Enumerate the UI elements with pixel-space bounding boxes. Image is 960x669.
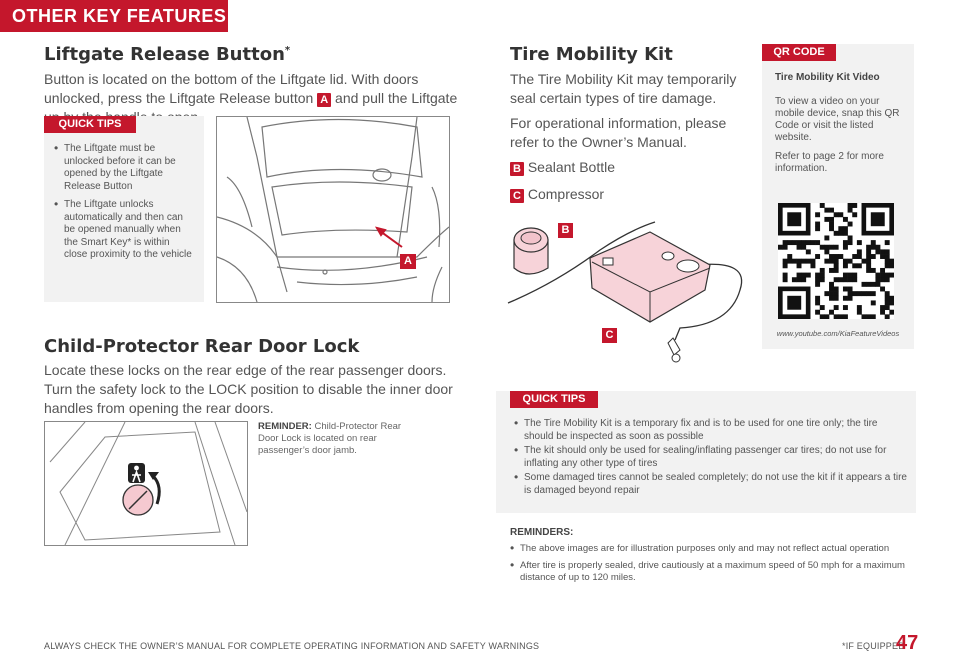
footer-warning: ALWAYS CHECK THE OWNER’S MANUAL FOR COMP…: [44, 641, 540, 651]
qr-text-2: Refer to page 2 for more information.: [775, 151, 884, 174]
tire-tips-list: The Tire Mobility Kit is a temporary fix…: [512, 417, 907, 503]
page-number: 47: [896, 632, 919, 654]
tire-kit-item-c: C Compressor: [510, 185, 604, 204]
tire-kit-more-info: For operational information, please refe…: [510, 115, 727, 150]
reminders-label: REMINDERS:: [510, 527, 574, 538]
tire-kit-item-b-label: Sealant Bottle: [527, 159, 616, 175]
liftgate-intro-pre: Button is located on the bottom of the L…: [44, 71, 419, 106]
qr-text-block: Tire Mobility Kit Video To view a video …: [775, 72, 905, 175]
qr-code-image[interactable]: [778, 203, 895, 320]
badge-c: C: [510, 189, 524, 203]
tire-kit-title: Tire Mobility Kit: [510, 44, 673, 65]
child-lock-drawing: [49, 422, 247, 545]
tire-tip-2: The kit should only be used for sealing/…: [512, 444, 907, 470]
tire-kit-item-c-label: Compressor: [527, 186, 605, 202]
liftgate-tip-2: The Liftgate unlocks automatically and t…: [52, 198, 192, 262]
tire-kit-intro: The Tire Mobility Kit may temporarily se…: [510, 71, 737, 106]
tire-tip-3: Some damaged tires cannot be sealed comp…: [512, 471, 907, 497]
liftgate-tips-label: QUICK TIPS: [44, 116, 136, 133]
child-lock-title: Child-Protector Rear Door Lock: [44, 336, 360, 357]
tire-kit-drawing: [507, 221, 743, 363]
child-lock-reminder-text: Child-Protector Rear Door Lock is locate…: [258, 421, 402, 456]
child-lock-reminder: REMINDER: Child-Protector Rear Door Lock…: [258, 421, 408, 457]
tire-kit-item-b: B Sealant Bottle: [510, 158, 615, 177]
illustration-badge-a: A: [400, 254, 416, 269]
qr-label: QR CODE: [762, 44, 836, 61]
footer-note: *IF EQUIPPED: [842, 641, 905, 651]
child-lock-reminder-label: REMINDER:: [258, 421, 312, 432]
qr-code-drawing: [778, 203, 895, 320]
tire-tips-label: QUICK TIPS: [510, 391, 598, 408]
liftgate-tip-1: The Liftgate must be unlocked before it …: [52, 142, 192, 193]
qr-heading: Tire Mobility Kit Video: [775, 72, 880, 83]
reminder-1: The above images are for illustration pu…: [508, 542, 916, 556]
liftgate-illustration: [216, 116, 450, 303]
illustration-badge-b: B: [558, 223, 573, 238]
child-lock-illustration: [44, 421, 248, 546]
child-lock-body: Locate these locks on the rear edge of t…: [44, 362, 453, 416]
tire-tip-1: The Tire Mobility Kit is a temporary fix…: [512, 417, 907, 443]
qr-url[interactable]: www.youtube.com/KiaFeatureVideos: [776, 329, 900, 338]
reminders-list: The above images are for illustration pu…: [508, 542, 916, 591]
liftgate-drawing: [217, 117, 449, 302]
badge-b: B: [510, 162, 524, 176]
liftgate-tips-list: The Liftgate must be unlocked before it …: [52, 142, 192, 268]
reminder-2: After tire is properly sealed, drive cau…: [508, 559, 916, 585]
qr-text-1: To view a video on your mobile device, s…: [775, 96, 900, 143]
liftgate-title: Liftgate Release Button*: [44, 44, 290, 65]
badge-a: A: [317, 93, 332, 107]
illustration-badge-c: C: [602, 328, 617, 343]
liftgate-title-text: Liftgate Release Button: [44, 44, 285, 65]
liftgate-title-mark: *: [284, 45, 291, 56]
section-header-tab: OTHER KEY FEATURES: [0, 0, 228, 32]
